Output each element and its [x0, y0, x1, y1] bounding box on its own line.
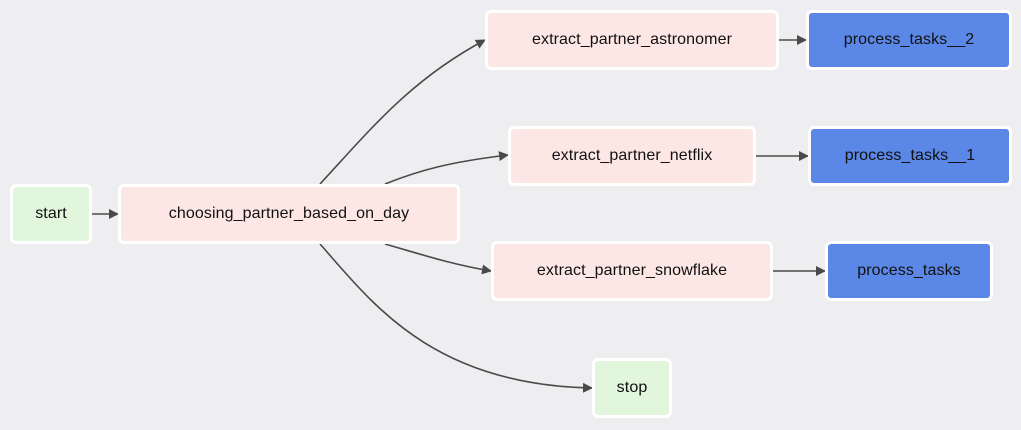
edge-choosing-to-astronomer: [319, 39, 486, 185]
node-extract-partner-netflix[interactable]: extract_partner_netflix: [508, 126, 756, 186]
node-extract-partner-netflix-label: extract_partner_netflix: [551, 147, 713, 164]
edge-choosing-to-netflix: [384, 151, 509, 185]
node-process-tasks-2-label: process_tasks__2: [843, 31, 975, 48]
node-stop-label: stop: [616, 379, 648, 396]
node-extract-partner-astronomer[interactable]: extract_partner_astronomer: [485, 10, 779, 70]
node-extract-partner-snowflake[interactable]: extract_partner_snowflake: [491, 241, 773, 301]
node-start-label: start: [35, 205, 67, 222]
node-start[interactable]: start: [10, 184, 92, 244]
node-choosing-partner-based-on-day-label: choosing_partner_based_on_day: [168, 205, 410, 222]
node-choosing-partner-based-on-day[interactable]: choosing_partner_based_on_day: [118, 184, 460, 244]
node-process-tasks-2[interactable]: process_tasks__2: [806, 10, 1012, 70]
node-process-tasks-1-label: process_tasks__1: [844, 147, 976, 164]
edge-choosing-to-stop: [319, 243, 593, 393]
node-process-tasks-1[interactable]: process_tasks__1: [808, 126, 1012, 186]
node-extract-partner-astronomer-label: extract_partner_astronomer: [531, 31, 733, 48]
node-process-tasks-label: process_tasks: [857, 262, 961, 279]
node-process-tasks[interactable]: process_tasks: [825, 241, 993, 301]
node-stop[interactable]: stop: [592, 358, 672, 418]
edge-choosing-to-snowflake: [384, 243, 492, 275]
node-extract-partner-snowflake-label: extract_partner_snowflake: [536, 262, 728, 279]
